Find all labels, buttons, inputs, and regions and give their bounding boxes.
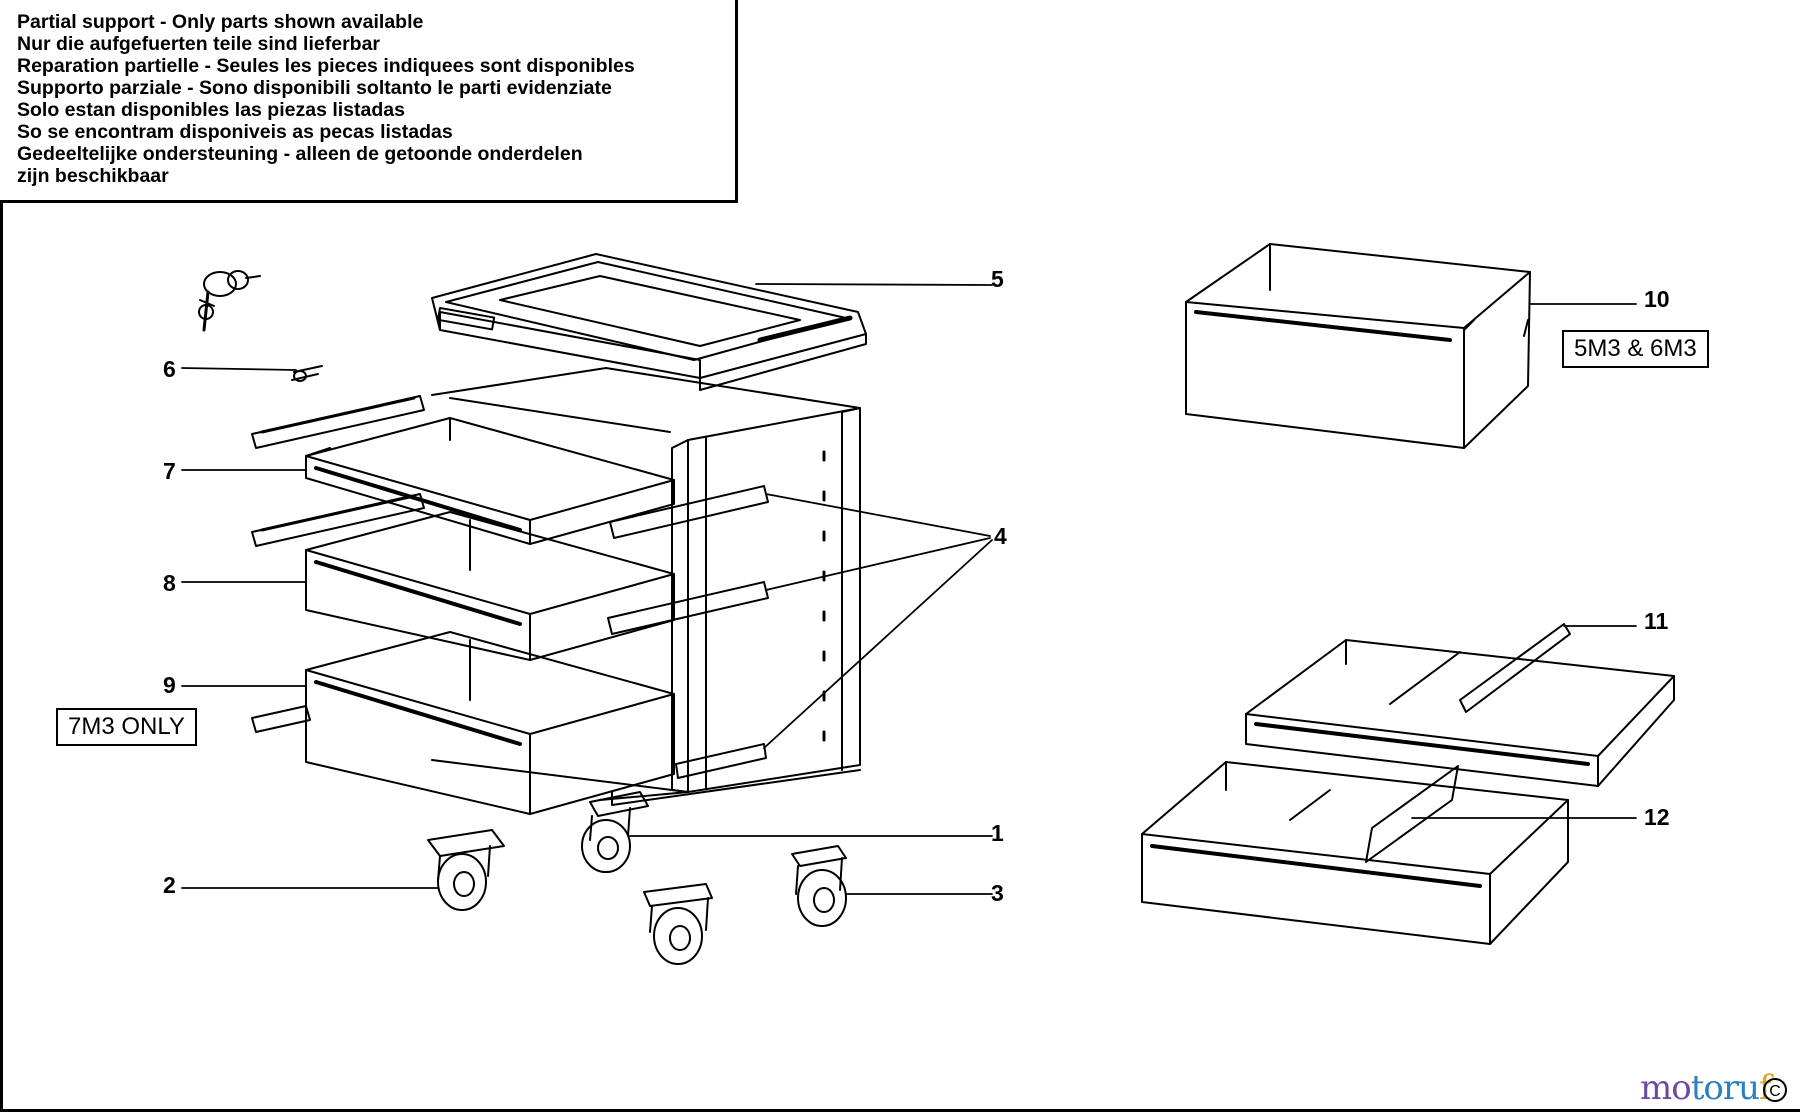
callout-11: 11 — [1644, 608, 1669, 634]
leader-lines — [181, 283, 1637, 895]
leader-5 — [755, 283, 993, 286]
notice-line-de: Nur die aufgefuerten teile sind lieferba… — [17, 33, 380, 55]
notice-line-es: Solo estan disponibles las piezas listad… — [17, 99, 405, 121]
availability-notice: Partial support - Only parts shown avail… — [0, 0, 738, 203]
drawer-12 — [1141, 761, 1569, 945]
notice-line-nl-cont: zijn beschikbaar — [17, 165, 169, 187]
drawer-7 — [305, 417, 675, 545]
caster-1 — [581, 791, 649, 873]
notice-line-it: Supporto parziale - Sono disponibili sol… — [17, 77, 612, 99]
drawer-slides-left — [251, 395, 425, 733]
model-tag-5m3-6m3: 5M3 & 6M3 — [1562, 330, 1709, 368]
watermark-part-2: toru — [1690, 1068, 1760, 1108]
callout-7: 7 — [163, 458, 176, 484]
lock-with-key — [198, 270, 323, 382]
callout-9: 9 — [163, 672, 176, 698]
callout-10: 10 — [1644, 286, 1670, 312]
leader-4c — [763, 539, 993, 749]
callout-12: 12 — [1644, 804, 1670, 830]
leader-6 — [181, 367, 297, 371]
cabinet-body — [431, 367, 861, 806]
drawer-9 — [305, 631, 675, 815]
callout-1: 1 — [991, 820, 1004, 846]
leader-4a — [765, 493, 991, 537]
leader-4b — [765, 537, 991, 591]
watermark-part-1: mo — [1640, 1068, 1692, 1108]
drawer-8 — [305, 511, 675, 661]
copyright-icon: C — [1763, 1078, 1787, 1102]
callout-3: 3 — [991, 880, 1004, 906]
callout-2: 2 — [163, 872, 176, 898]
top-tray — [431, 253, 867, 391]
callout-5: 5 — [991, 266, 1004, 292]
model-tag-7m3: 7M3 ONLY — [56, 708, 197, 746]
notice-line-pt: So se encontram disponiveis as pecas lis… — [17, 121, 453, 143]
caster-fixed — [643, 883, 713, 965]
caster-2 — [427, 829, 505, 911]
callout-6: 6 — [163, 356, 176, 382]
notice-line-en: Partial support - Only parts shown avail… — [17, 11, 424, 33]
notice-line-fr: Reparation partielle - Seules les pieces… — [17, 55, 635, 77]
caster-3 — [791, 845, 847, 927]
drawer-slides-right — [607, 485, 769, 779]
callout-8: 8 — [163, 570, 176, 596]
drawer-11 — [1245, 623, 1675, 787]
notice-line-nl: Gedeeltelijke ondersteuning - alleen de … — [17, 143, 583, 165]
callout-4: 4 — [994, 523, 1007, 549]
drawer-10 — [1185, 243, 1531, 449]
motoruf-watermark: motoruf — [1640, 1068, 1772, 1108]
